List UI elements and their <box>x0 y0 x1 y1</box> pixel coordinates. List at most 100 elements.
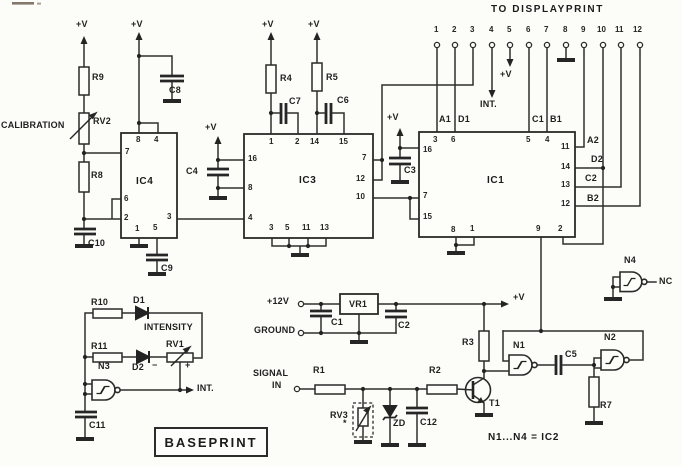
bus-d2-label: D2 <box>591 154 603 164</box>
cap-c5 <box>554 355 563 375</box>
gate-n4 <box>619 271 643 293</box>
ic1-pin: 4 <box>545 135 550 144</box>
terminal-signal-in <box>293 385 301 393</box>
ic1-pin: 7 <box>423 191 428 200</box>
supply-arrow <box>267 32 275 40</box>
terminal-circles <box>293 41 644 393</box>
d2-label: D2 <box>132 362 144 372</box>
supply-arrow <box>80 36 88 44</box>
c5-label: C5 <box>565 349 577 359</box>
resistor-r7 <box>588 376 600 408</box>
nc-label: NC <box>659 276 673 286</box>
bus-b2-label: B2 <box>587 193 599 203</box>
terminal-label: 11 <box>615 25 624 34</box>
c11-label: C11 <box>89 420 106 430</box>
resistor-r1 <box>314 384 346 395</box>
ic3-pin: 14 <box>310 137 319 146</box>
supply-arrow <box>313 32 321 40</box>
bus-c1-label: C1 <box>532 114 544 124</box>
ic3-pin: 12 <box>356 174 365 183</box>
ic4-pin: 4 <box>154 135 159 144</box>
c3-label: C3 <box>404 165 416 175</box>
supply-arrow <box>135 32 143 40</box>
ic1-pin: 5 <box>526 135 531 144</box>
c6-label: C6 <box>337 95 349 105</box>
plus-v-label: +V <box>500 69 512 79</box>
ground-label: GROUND <box>254 325 296 335</box>
cap-c3 <box>389 156 411 166</box>
r3-label: R3 <box>462 337 474 347</box>
r1-label: R1 <box>313 365 325 375</box>
terminal-label: 3 <box>470 25 475 34</box>
resistor-r10 <box>92 308 123 319</box>
ic3-pin: 4 <box>248 213 253 222</box>
resistor-r8 <box>78 161 90 193</box>
diode-d2 <box>136 349 152 365</box>
wires <box>83 39 657 444</box>
terminal-label: 9 <box>581 25 586 34</box>
resistor-r11 <box>92 352 123 363</box>
vr1-body <box>339 293 379 315</box>
ic3-pin: 16 <box>248 154 257 163</box>
terminal-label: 5 <box>507 25 512 34</box>
cap-c10 <box>74 227 96 236</box>
bus-b1-label: B1 <box>550 114 562 124</box>
int-label: INT. <box>197 383 214 393</box>
pot-rv2 <box>78 112 90 145</box>
baseprint-label: BASEPRINT <box>164 434 258 450</box>
supply-arrow-down <box>506 59 514 67</box>
ic1-pin: 15 <box>423 212 432 221</box>
ic1-pin: 12 <box>561 199 570 208</box>
terminal-label: 10 <box>597 25 606 34</box>
c7-label: C7 <box>289 96 301 106</box>
intensity-label: INTENSITY <box>144 322 193 332</box>
gates <box>91 271 648 401</box>
ic1-body <box>418 131 576 238</box>
junctions <box>81 53 616 397</box>
plus-v-label: +V <box>131 19 143 29</box>
ic1-pin: 16 <box>423 145 432 154</box>
cap-c8 <box>160 74 184 83</box>
ic4-pin: 5 <box>153 223 158 232</box>
r11-label: R11 <box>91 341 108 351</box>
terminal-label: 6 <box>526 25 531 34</box>
terminal-label: 12 <box>633 25 642 34</box>
ic1-pin: 6 <box>451 135 456 144</box>
n2-label: N2 <box>604 332 616 342</box>
signal-label: SIGNAL <box>253 368 289 378</box>
pot-rv3-element <box>357 407 369 427</box>
cap-c11 <box>75 410 97 419</box>
c2-label: C2 <box>398 320 410 330</box>
bus-a1-label: A1 <box>439 114 451 124</box>
cap-c1 <box>310 309 332 318</box>
schmitt-glyphs <box>96 277 636 395</box>
bus-c2-label: C2 <box>585 173 597 183</box>
cap-c2 <box>385 309 407 319</box>
ic1-pin: 2 <box>558 224 563 233</box>
cap-c12 <box>406 406 428 415</box>
cap-c4 <box>207 167 229 177</box>
signal-in-label: IN <box>272 380 282 390</box>
ic1-pin: 11 <box>561 142 570 151</box>
ic1-pin: 8 <box>451 225 456 234</box>
ic4-pin: 6 <box>124 194 129 203</box>
transistor-t1 <box>464 376 492 404</box>
gate-ic-note: N1...N4 = IC2 <box>488 432 560 443</box>
plus-v-label: +V <box>308 19 320 29</box>
ic1-pin: 14 <box>561 162 570 171</box>
plus-12v-label: +12V <box>267 296 290 306</box>
diodes <box>135 305 398 421</box>
ic4-pin: 1 <box>135 224 140 233</box>
r9-label: R9 <box>92 72 104 82</box>
title-to-displayprint: TO DISPLAYPRINT <box>491 4 604 15</box>
cap-c6 <box>324 103 333 124</box>
d1-label: D1 <box>133 295 145 305</box>
ic4-pin: 7 <box>125 147 130 156</box>
c10-label: C10 <box>88 238 106 248</box>
ic3-pin: 15 <box>339 137 348 146</box>
n4-label: N4 <box>624 255 636 265</box>
bus-d1-label: D1 <box>458 114 470 124</box>
scan-artifact <box>12 2 41 5</box>
asterisk-label: * <box>343 418 347 428</box>
baseprint-box: BASEPRINT <box>154 427 268 457</box>
